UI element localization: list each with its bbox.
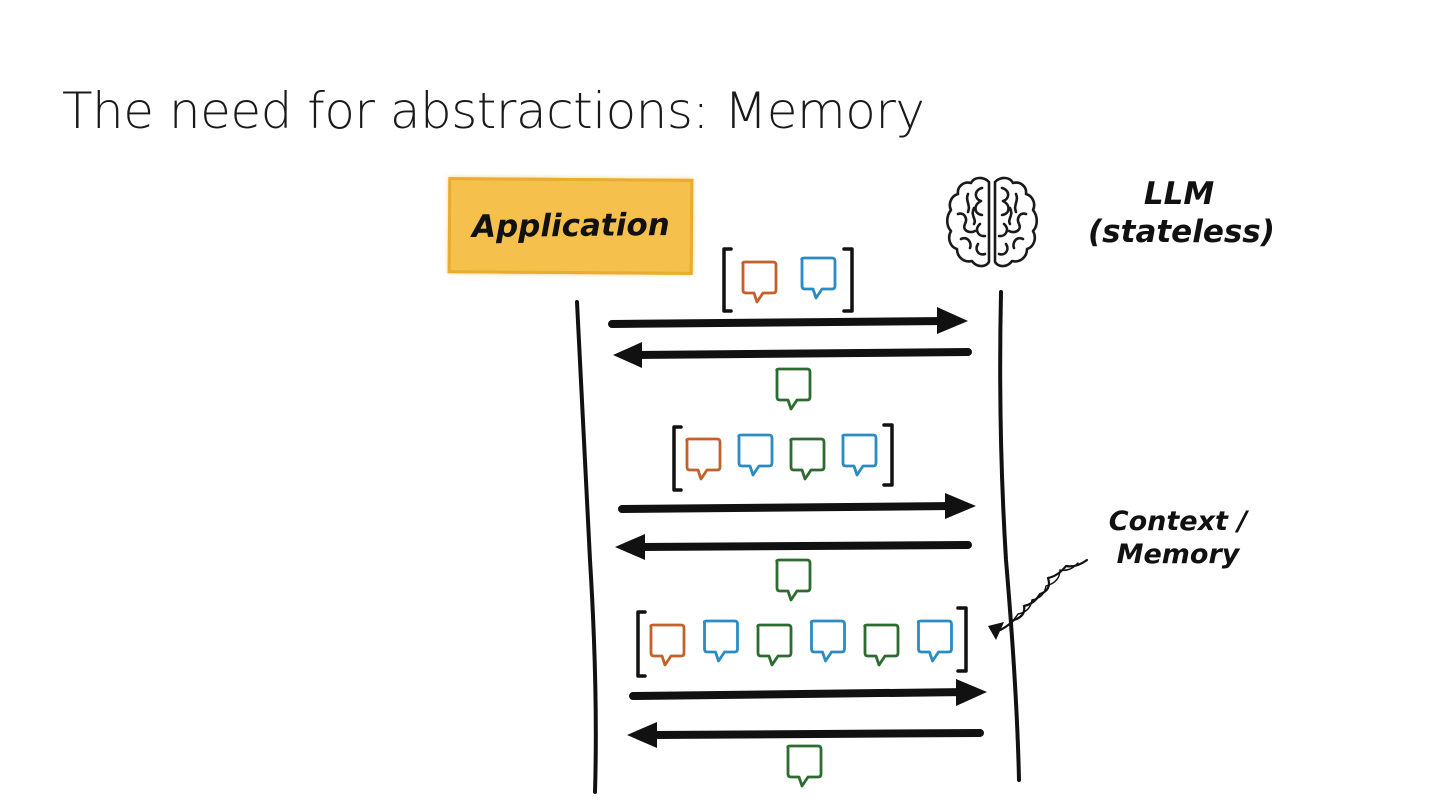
llm-response-bubble-icon <box>775 367 812 411</box>
context-messages <box>741 256 837 304</box>
exchange-3 <box>627 606 987 788</box>
context-bracket-close <box>842 247 854 313</box>
user-message-bubble-icon <box>741 260 778 304</box>
application-lifeline <box>575 300 598 794</box>
context-bracket-open <box>636 610 647 678</box>
request-arrow <box>618 502 959 513</box>
llm-label-name: LLM <box>1143 176 1215 212</box>
response-message <box>775 558 812 602</box>
llm-response-bubble-icon <box>786 744 823 788</box>
brain-icon <box>945 176 1039 268</box>
response-message <box>775 367 812 411</box>
response-arrowhead <box>613 342 642 368</box>
context-bracket-open <box>722 247 733 313</box>
response-message <box>786 744 823 788</box>
request-arrow <box>608 317 952 328</box>
squiggle-arrow-icon <box>988 558 1089 640</box>
context-messages <box>685 433 878 481</box>
request-arrow <box>629 688 972 700</box>
response-arrow <box>636 541 972 551</box>
llm-response-bubble-icon <box>863 623 900 667</box>
llm-response-bubble-icon <box>756 623 793 667</box>
context-bracket-close <box>882 423 894 487</box>
app-message-bubble-icon <box>916 619 953 663</box>
context-bracket-close <box>956 606 968 673</box>
response-arrowhead <box>627 722 657 748</box>
response-arrowhead <box>615 534 645 560</box>
app-message-bubble-icon <box>702 619 739 663</box>
request-arrowhead <box>937 307 968 334</box>
context-memory-label-line2: Memory <box>1116 538 1240 570</box>
llm-label: LLM (stateless) <box>1088 176 1275 252</box>
response-arrow <box>629 348 972 359</box>
context-memory-label: Context / Memory <box>1100 506 1256 572</box>
llm-response-bubble-icon <box>789 437 826 481</box>
app-message-bubble-icon <box>841 433 878 477</box>
slide-title: The need for abstractions: Memory <box>62 82 925 140</box>
user-message-bubble-icon <box>649 623 686 667</box>
llm-lifeline <box>998 290 1021 782</box>
context-bracket-open <box>672 425 683 492</box>
response-arrow <box>650 729 984 739</box>
llm-response-bubble-icon <box>775 558 812 602</box>
app-message-bubble-icon <box>809 619 846 663</box>
exchange-2 <box>615 423 976 602</box>
llm-label-qualifier: (stateless) <box>1088 213 1275 250</box>
exchange-1 <box>608 247 972 411</box>
request-arrowhead <box>956 679 987 706</box>
app-message-bubble-icon <box>737 433 774 477</box>
app-message-bubble-icon <box>800 256 837 300</box>
request-arrowhead <box>945 493 976 519</box>
context-memory-label-line1: Context / <box>1108 506 1248 537</box>
context-messages <box>649 619 953 667</box>
user-message-bubble-icon <box>685 437 722 481</box>
